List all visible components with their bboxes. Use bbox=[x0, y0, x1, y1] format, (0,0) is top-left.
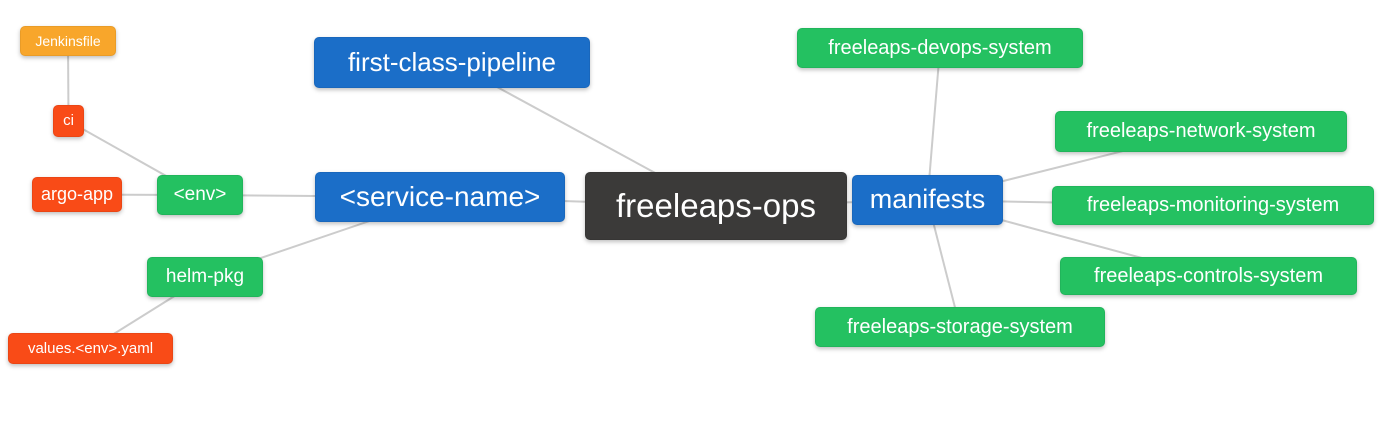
node-service-name[interactable]: <service-name> bbox=[315, 172, 565, 222]
node-label-freeleaps-monitoring-system: freeleaps-monitoring-system bbox=[1086, 194, 1340, 216]
node-label-helm-pkg: helm-pkg bbox=[165, 266, 245, 287]
node-label-freeleaps-ops: freeleaps-ops bbox=[616, 187, 816, 224]
node-label-service-name: <service-name> bbox=[339, 180, 541, 212]
edge-manifests--freeleaps-devops-system bbox=[926, 47, 941, 201]
node-label-freeleaps-devops-system: freeleaps-devops-system bbox=[828, 36, 1052, 59]
node-freeleaps-monitoring-system[interactable]: freeleaps-monitoring-system bbox=[1052, 186, 1374, 225]
node-freeleaps-ops[interactable]: freeleaps-ops bbox=[585, 172, 847, 240]
node-label-freeleaps-network-system: freeleaps-network-system bbox=[1086, 120, 1316, 142]
node-label-values-env-yaml: values.<env>.yaml bbox=[27, 339, 154, 357]
node-first-class-pipeline[interactable]: first-class-pipeline bbox=[314, 37, 590, 88]
node-ci[interactable]: ci bbox=[53, 105, 84, 137]
node-freeleaps-devops-system[interactable]: freeleaps-devops-system bbox=[797, 28, 1083, 68]
node-argo-app[interactable]: argo-app bbox=[32, 177, 122, 212]
node-label-freeleaps-controls-system: freeleaps-controls-system bbox=[1094, 264, 1323, 287]
node-label-argo-app: argo-app bbox=[40, 184, 114, 204]
node-jenkinsfile[interactable]: Jenkinsfile bbox=[20, 26, 116, 56]
node-label-ci: ci bbox=[63, 112, 74, 129]
node-freeleaps-network-system[interactable]: freeleaps-network-system bbox=[1055, 111, 1347, 152]
node-label-freeleaps-storage-system: freeleaps-storage-system bbox=[847, 315, 1073, 338]
node-label-first-class-pipeline: first-class-pipeline bbox=[347, 47, 557, 77]
node-manifests[interactable]: manifests bbox=[852, 175, 1003, 225]
node-values-env-yaml[interactable]: values.<env>.yaml bbox=[8, 333, 173, 364]
node-helm-pkg[interactable]: helm-pkg bbox=[147, 257, 263, 297]
node-env[interactable]: <env> bbox=[157, 175, 243, 215]
node-freeleaps-controls-system[interactable]: freeleaps-controls-system bbox=[1060, 257, 1357, 295]
node-label-jenkinsfile: Jenkinsfile bbox=[35, 32, 101, 49]
node-freeleaps-storage-system[interactable]: freeleaps-storage-system bbox=[815, 307, 1105, 347]
node-label-env: <env> bbox=[173, 184, 227, 205]
node-label-manifests: manifests bbox=[869, 184, 986, 214]
